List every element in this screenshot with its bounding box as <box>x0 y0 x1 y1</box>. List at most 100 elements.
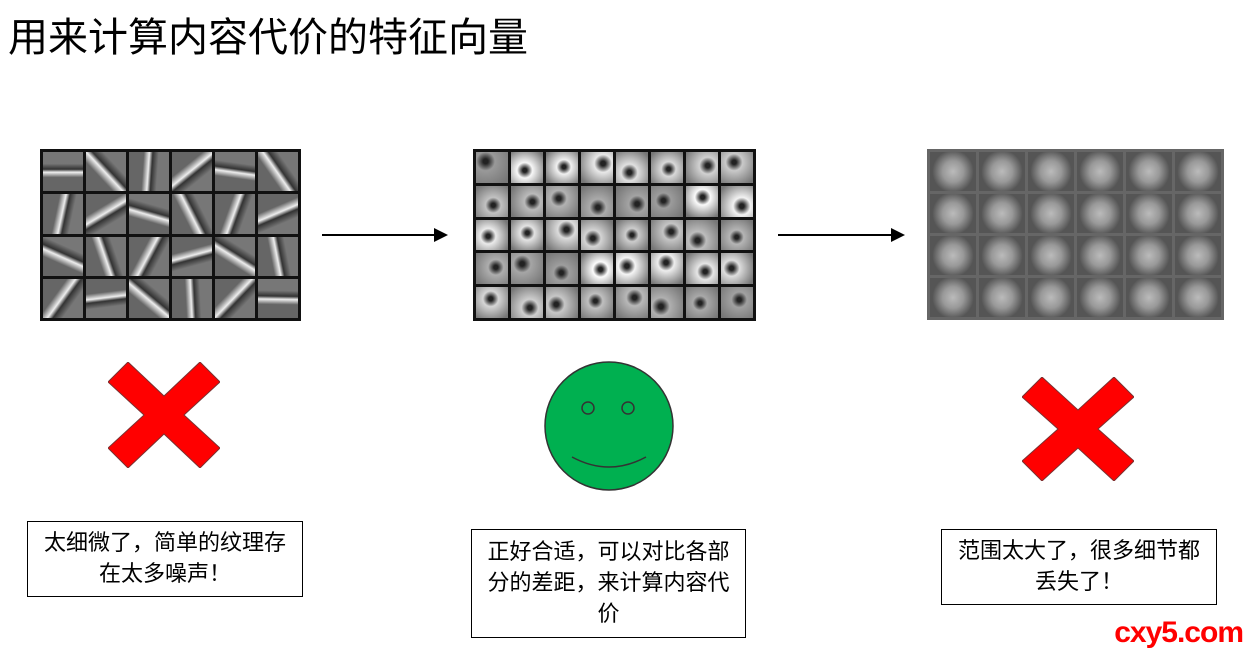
feature-cell <box>1028 152 1074 191</box>
feature-cell <box>930 152 976 191</box>
feature-cell <box>616 253 648 285</box>
feature-cell <box>172 236 212 276</box>
feature-cell <box>43 236 83 276</box>
feature-cell <box>129 236 169 276</box>
feature-cell <box>979 194 1025 233</box>
feature-cell <box>979 152 1025 191</box>
cross-icon <box>1022 377 1134 481</box>
feature-cell <box>616 152 648 183</box>
feature-cell <box>930 236 976 275</box>
feature-cell <box>1028 278 1074 317</box>
feature-cell <box>86 278 126 318</box>
feature-cell <box>1077 236 1123 275</box>
feature-cell <box>258 236 298 276</box>
feature-cell <box>686 152 718 183</box>
feature-cell <box>511 287 543 318</box>
feature-cell <box>86 194 126 234</box>
feature-cell <box>616 219 648 251</box>
feature-cell <box>651 219 683 251</box>
feature-cell <box>651 152 683 183</box>
feature-cell <box>1126 194 1172 233</box>
feature-cell <box>1175 236 1221 275</box>
face-features-grid <box>927 149 1224 320</box>
feature-cell <box>129 194 169 234</box>
feature-cell <box>172 278 212 318</box>
slide-title: 用来计算内容代价的特征向量 <box>8 15 528 61</box>
feature-cell <box>129 152 169 192</box>
feature-cell <box>172 194 212 234</box>
feature-cell <box>651 253 683 285</box>
feature-cell <box>1077 194 1123 233</box>
cross-icon <box>108 362 220 468</box>
feature-cell <box>476 219 508 251</box>
feature-cell <box>616 185 648 217</box>
feature-cell <box>651 287 683 318</box>
feature-cell <box>686 185 718 217</box>
feedback-box-faces: 范围太大了，很多细节都丢失了！ <box>941 529 1217 605</box>
feature-cell <box>1028 194 1074 233</box>
feature-cell <box>930 194 976 233</box>
feature-cell <box>686 253 718 285</box>
feature-cell <box>215 278 255 318</box>
feature-cell <box>581 152 613 183</box>
feature-cell <box>1175 152 1221 191</box>
feature-cell <box>215 236 255 276</box>
feature-cell <box>258 152 298 192</box>
feature-cell <box>86 152 126 192</box>
feature-cell <box>1126 152 1172 191</box>
feature-cell <box>546 287 578 318</box>
feature-cell <box>581 253 613 285</box>
smiley-icon <box>544 361 674 491</box>
feature-cell <box>1175 278 1221 317</box>
feature-cell <box>721 287 753 318</box>
feature-cell <box>721 219 753 251</box>
feature-cell <box>1077 278 1123 317</box>
arrow-right-icon <box>778 228 905 242</box>
feature-cell <box>258 194 298 234</box>
feedback-text: 太细微了，简单的纹理存在太多噪声！ <box>43 531 286 587</box>
feature-cell <box>215 152 255 192</box>
watermark: cxy5.com <box>1114 616 1244 649</box>
feature-cell <box>258 278 298 318</box>
feature-cell <box>686 287 718 318</box>
feature-cell <box>581 219 613 251</box>
feature-cell <box>721 253 753 285</box>
feedback-box-edges: 太细微了，简单的纹理存在太多噪声！ <box>27 521 303 597</box>
feature-cell <box>651 185 683 217</box>
feature-cell <box>686 219 718 251</box>
feedback-box-parts: 正好合适，可以对比各部分的差距，来计算内容代价 <box>471 529 746 638</box>
feature-cell <box>546 253 578 285</box>
feature-cell <box>172 152 212 192</box>
feature-cell <box>43 194 83 234</box>
feature-cell <box>1175 194 1221 233</box>
feature-cell <box>721 152 753 183</box>
feature-cell <box>979 278 1025 317</box>
feature-cell <box>215 194 255 234</box>
feature-cell <box>476 287 508 318</box>
feature-cell <box>1028 236 1074 275</box>
feature-cell <box>546 185 578 217</box>
feature-cell <box>511 185 543 217</box>
feature-cell <box>581 287 613 318</box>
feature-cell <box>616 287 648 318</box>
feature-cell <box>476 253 508 285</box>
feature-cell <box>546 152 578 183</box>
feature-cell <box>581 185 613 217</box>
feature-cell <box>1077 152 1123 191</box>
feature-cell <box>43 278 83 318</box>
feature-cell <box>721 185 753 217</box>
feedback-text: 范围太大了，很多细节都丢失了！ <box>957 539 1200 595</box>
feature-cell <box>511 253 543 285</box>
part-features-grid <box>473 149 756 321</box>
feature-cell <box>43 152 83 192</box>
feature-cell <box>511 219 543 251</box>
feature-cell <box>979 236 1025 275</box>
arrow-right-icon <box>322 228 448 242</box>
feature-cell <box>476 152 508 183</box>
feature-cell <box>546 219 578 251</box>
feature-cell <box>129 278 169 318</box>
feature-cell <box>1126 236 1172 275</box>
feature-cell <box>476 185 508 217</box>
feature-cell <box>930 278 976 317</box>
feature-cell <box>86 236 126 276</box>
